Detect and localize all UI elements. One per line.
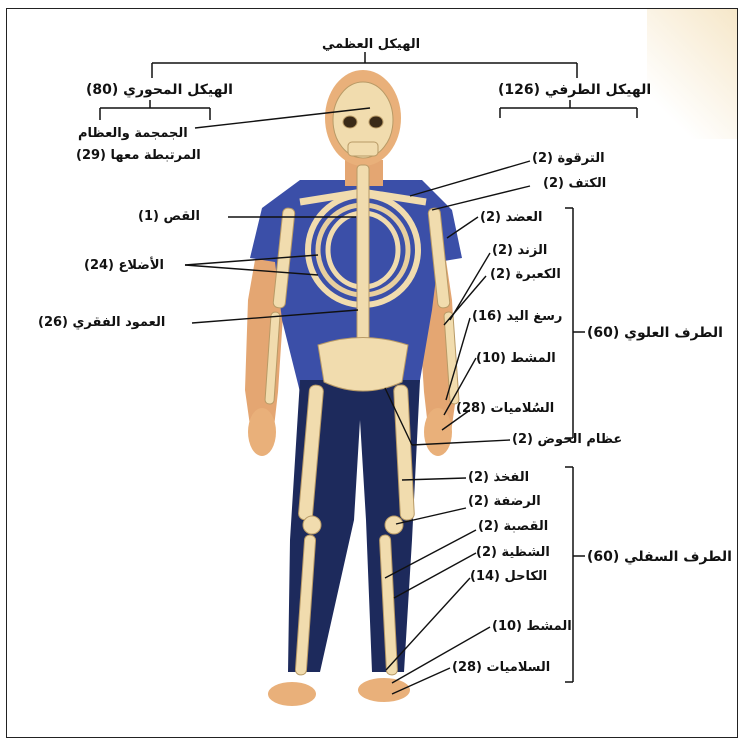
label-fibula: الشظية (2) bbox=[476, 546, 550, 559]
label-carpals: رسغ اليد (16) bbox=[472, 310, 562, 323]
label-radius: الكعبرة (2) bbox=[490, 268, 561, 281]
label-metacarpals: المشط (10) bbox=[476, 352, 556, 365]
label-humerus: العضد (2) bbox=[480, 211, 542, 224]
diagram-title: الهيكل العظمي bbox=[322, 38, 420, 51]
label-upper-limb: الطرف العلوي (60) bbox=[587, 326, 723, 340]
label-spine: العمود الفقري (26) bbox=[38, 316, 165, 329]
label-femur: الفخذ (2) bbox=[468, 471, 529, 484]
label-patella: الرضفة (2) bbox=[468, 495, 541, 508]
label-metatarsals: المشط (10) bbox=[492, 620, 572, 633]
label-sternum: القص (1) bbox=[138, 210, 200, 223]
label-skull-line2: المرتبطة معها (29) bbox=[76, 149, 201, 162]
label-tibia: القصبة (2) bbox=[478, 520, 548, 533]
label-hand-phalanges: السُلاميات (28) bbox=[456, 402, 554, 415]
label-scapula: الكتف (2) bbox=[543, 177, 606, 190]
label-tarsals: الكاحل (14) bbox=[470, 570, 547, 583]
label-skull-line1: الجمجمة والعظام bbox=[78, 127, 188, 140]
label-ribs: الأضلاع (24) bbox=[84, 259, 164, 272]
label-foot-phalanges: السلاميات (28) bbox=[452, 661, 550, 674]
axial-title: الهيكل المحوري (80) bbox=[86, 83, 233, 97]
label-clavicle: الترقوة (2) bbox=[532, 152, 605, 165]
label-pelvis: عظام الحوض (2) bbox=[512, 433, 622, 446]
appendicular-title: الهيكل الطرفي (126) bbox=[498, 83, 651, 97]
label-ulna: الزند (2) bbox=[492, 244, 547, 257]
label-lower-limb: الطرف السفلي (60) bbox=[587, 550, 732, 564]
